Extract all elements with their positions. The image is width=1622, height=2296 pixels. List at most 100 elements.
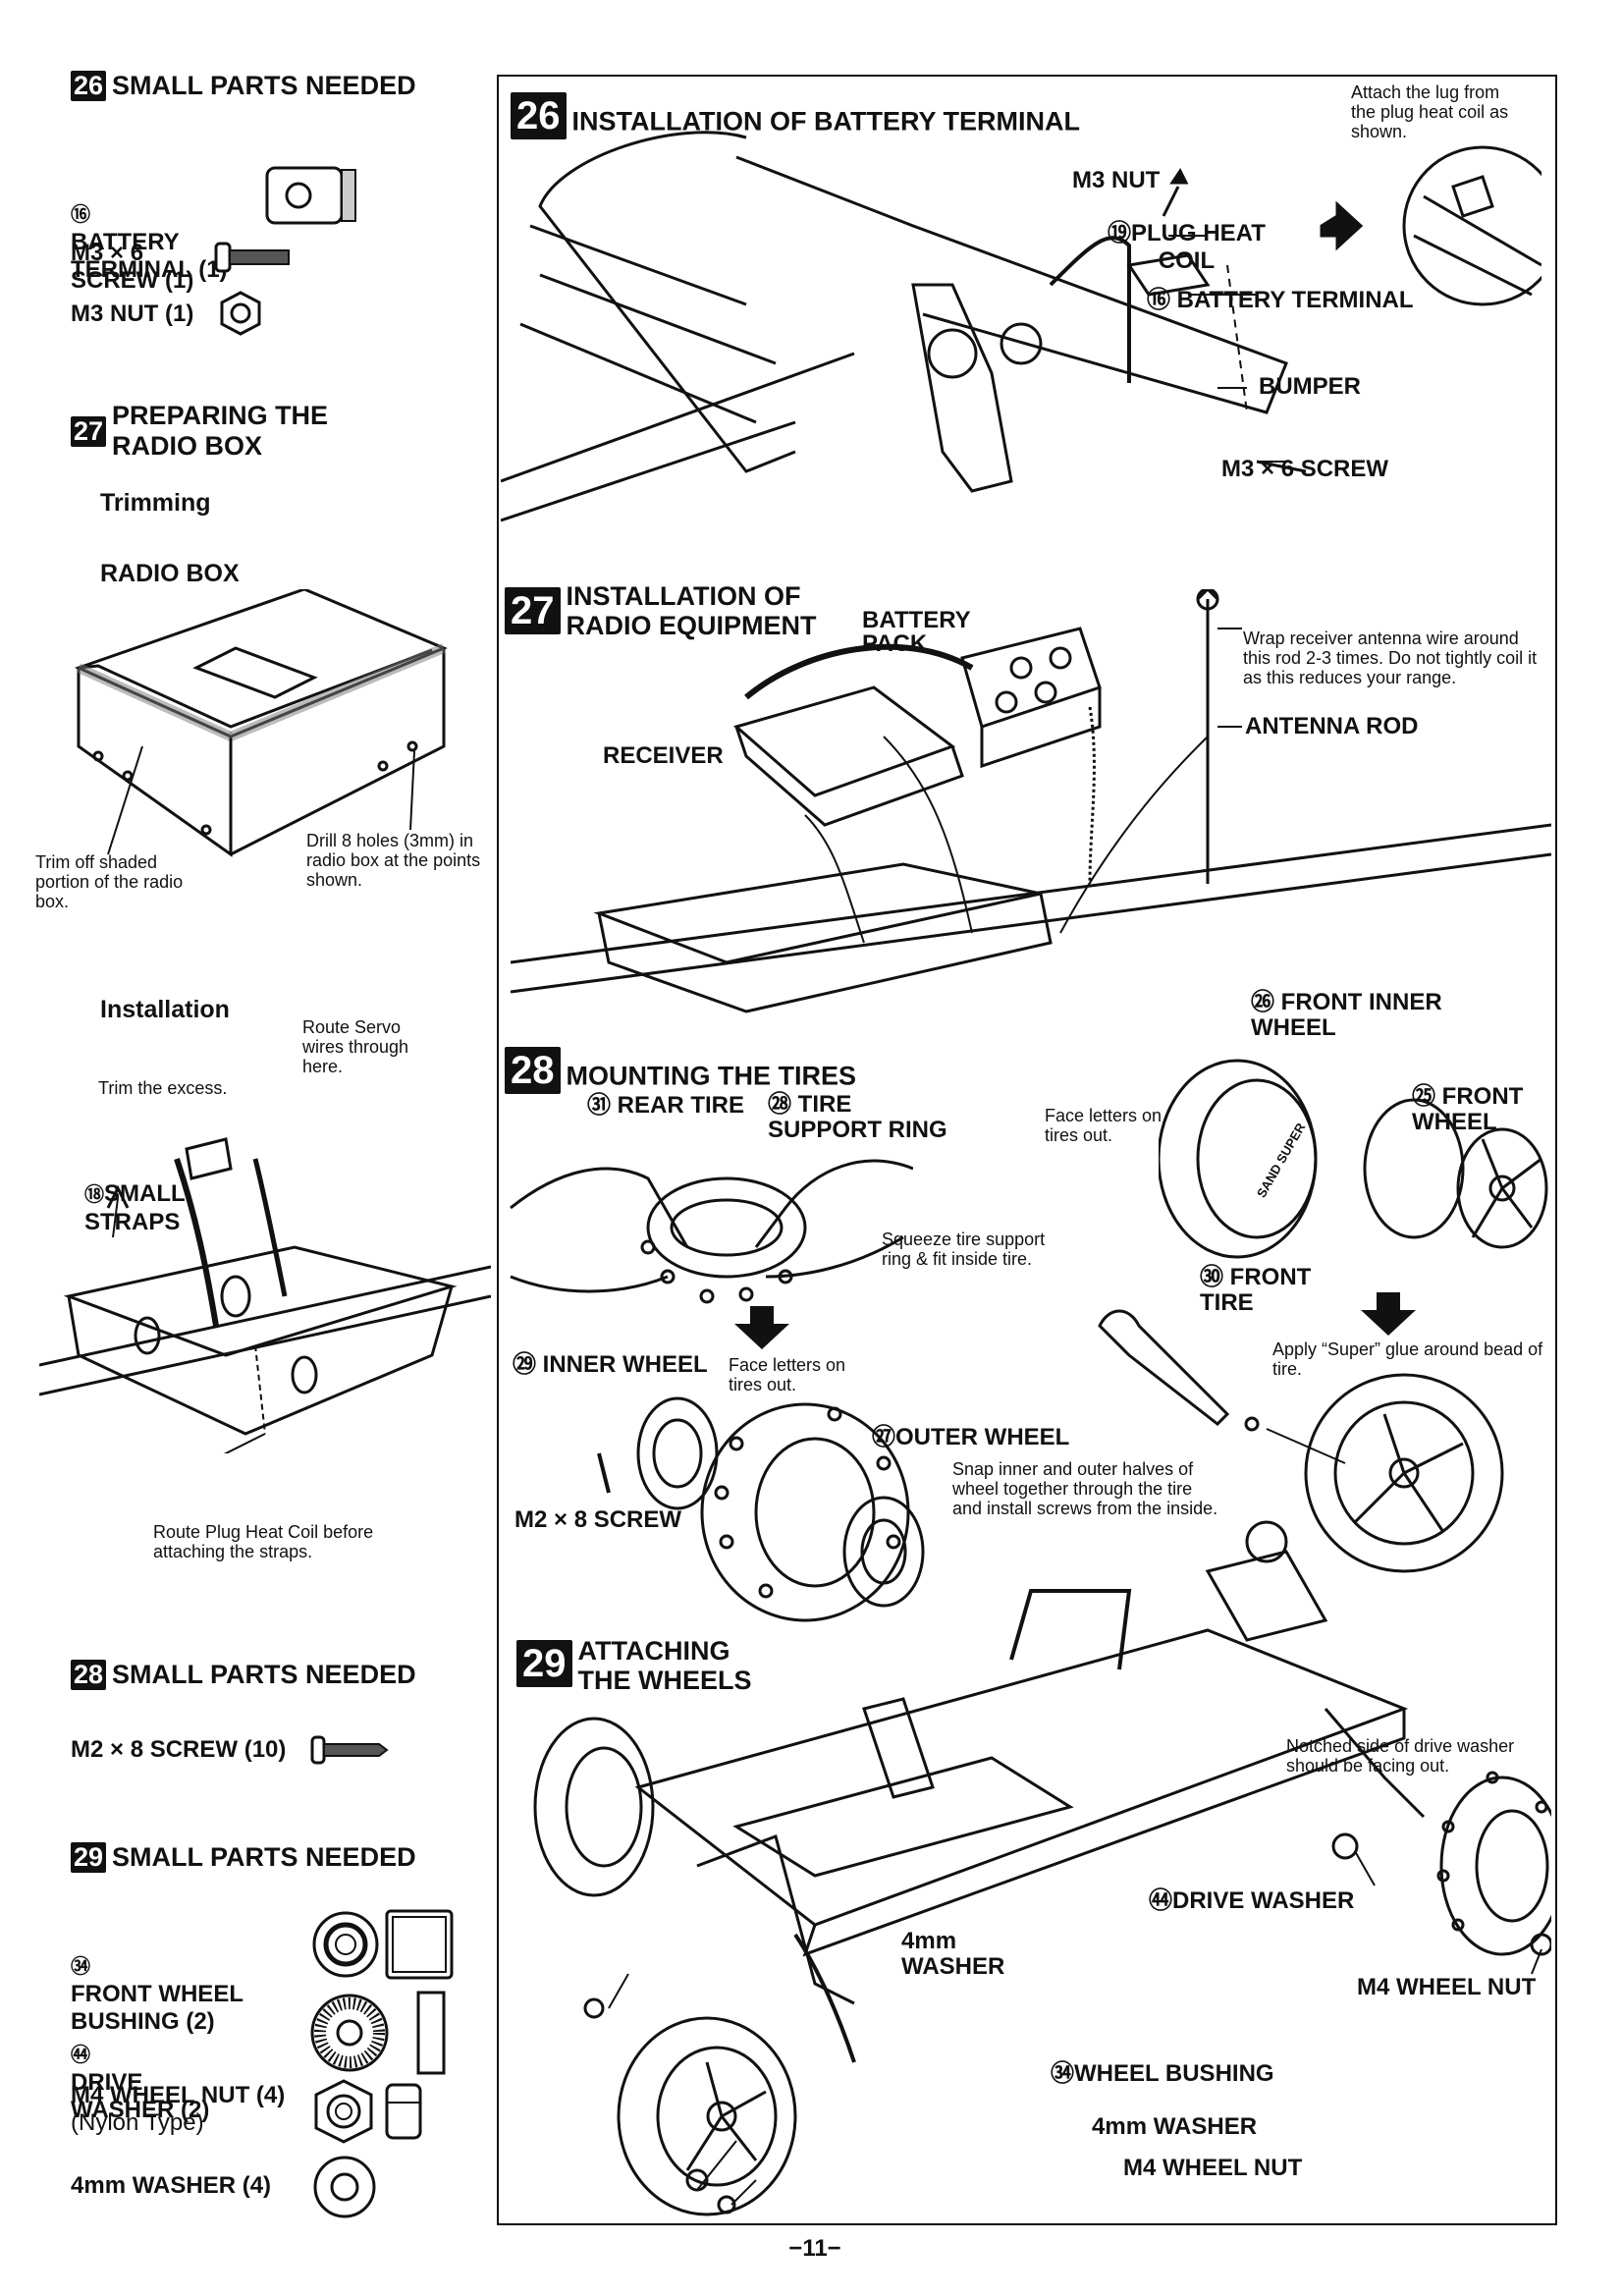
part-m4-wheel-nut: M4 WHEEL NUT (4) (Nylon Type)	[71, 2082, 285, 2137]
trim-note: Trim off shaded portion of the radio box…	[35, 852, 184, 911]
part-drive-washer: ㊹ DRIVE WASHER (2)	[71, 2013, 209, 2124]
radio-box-illustration	[59, 587, 491, 864]
m3-nut-label: M3 NUT	[1072, 167, 1161, 193]
section-title: SMALL PARTS NEEDED	[112, 1842, 416, 1872]
step-badge: 26	[71, 71, 107, 101]
part-m3-nut: M3 NUT (1)	[71, 301, 194, 327]
part-m2x8-screw: M2 × 8 SCREW (10)	[71, 1736, 287, 1763]
apply-glue-note: Apply “Super” glue around bead of tire.	[1272, 1339, 1543, 1379]
4mm-washer-label-b: 4mm WASHER	[1092, 2113, 1258, 2140]
inner-wheel-label: ㉙ INNER WHEEL	[513, 1351, 708, 1378]
drill-note: Drill 8 holes (3mm) in radio box at the …	[306, 831, 481, 890]
face-letters-note-1: Face letters on tires out.	[1045, 1106, 1162, 1145]
section-title: INSTALLATION OF BATTERY TERMINAL	[571, 106, 1080, 137]
part-label: M4 WHEEL NUT (4)	[71, 2082, 286, 2108]
arrow-down-icon	[734, 1306, 789, 1349]
part-number: ⑱	[84, 1184, 104, 1206]
route-servo-note: Route Servo wires through here.	[302, 1017, 409, 1076]
installation-heading: Installation	[100, 996, 230, 1023]
battery-terminal-label: ⑯ BATTERY TERMINAL	[1147, 287, 1414, 313]
screw-icon	[310, 1734, 389, 1766]
front-inner-wheel-label: ㉖ FRONT INNER WHEEL	[1251, 989, 1442, 1041]
plug-heat-coil-label: ⑲PLUG HEAT COIL	[1108, 220, 1266, 274]
front-wheel-label: ㉕ FRONT WHEEL	[1412, 1083, 1524, 1135]
trim-excess-note: Trim the excess.	[98, 1078, 228, 1098]
snap-wheel-note: Snap inner and outer halves of wheel tog…	[952, 1459, 1218, 1518]
m4-wheel-nut-label-b: M4 WHEEL NUT	[1123, 2155, 1303, 2181]
m2x8-screw-label: M2 × 8 SCREW	[514, 1506, 682, 1533]
drive-washer-label: ㊹DRIVE WASHER	[1149, 1887, 1355, 1914]
part-number: ㉞	[71, 1956, 90, 1978]
trimming-heading: Trimming	[100, 489, 211, 517]
section-title: MOUNTING THE TIRES	[566, 1061, 857, 1091]
screw-icon	[214, 242, 293, 273]
bushing-icon	[310, 1905, 458, 1984]
wheel-bushing-label: ㉞WHEEL BUSHING	[1051, 2060, 1274, 2087]
squeeze-tire-illustration	[501, 1129, 914, 1326]
notched-washer-note: Notched side of drive washer should be f…	[1286, 1736, 1515, 1776]
route-plug-note: Route Plug Heat Coil before attaching th…	[153, 1522, 374, 1561]
radio-box-label: RADIO BOX	[100, 560, 240, 587]
part-number: ㊹	[71, 2045, 90, 2066]
step-badge: 29	[71, 1842, 107, 1873]
antenna-rod-label: ANTENNA ROD	[1245, 713, 1419, 739]
attach-wheels-illustration	[520, 1512, 1565, 2219]
washer-icon	[310, 2153, 379, 2221]
tire-support-ring-label: ㉘ TIRE SUPPORT RING	[768, 1091, 947, 1143]
section-title: SMALL PARTS NEEDED	[112, 71, 416, 100]
step-badge: 26	[511, 92, 567, 139]
part-label: SMALL STRAPS	[84, 1180, 186, 1235]
m4-wheel-nut-label-a: M4 WHEEL NUT	[1357, 1974, 1537, 2000]
outer-wheel-label: ㉗OUTER WHEEL	[872, 1424, 1070, 1450]
radio-box-install-illustration	[38, 1100, 492, 1474]
instruction-panel	[497, 75, 1557, 2225]
drive-washer-icon	[310, 1989, 458, 2077]
part-m3x6-screw: M3 × 6 SCREW (1)	[71, 240, 194, 294]
chassis-front-illustration	[500, 128, 1563, 589]
bumper-label: BUMPER	[1259, 373, 1362, 400]
part-number: ⑯	[71, 204, 90, 226]
4mm-washer-label-a: 4mm WASHER	[901, 1928, 1005, 1980]
front-wheel-parts-illustration	[1157, 1041, 1551, 1267]
section-title: ATTACHING THE WHEELS	[577, 1636, 752, 1695]
part-4mm-washer: 4mm WASHER (4)	[71, 2172, 272, 2199]
step-badge: 29	[516, 1640, 572, 1687]
radio-equipment-illustration	[510, 586, 1552, 1051]
step-badge: 28	[71, 1660, 107, 1690]
battery-terminal-icon	[263, 162, 361, 231]
attach-lug-note: Attach the lug from the plug heat coil a…	[1351, 82, 1509, 141]
section-title: SMALL PARTS NEEDED	[112, 1660, 416, 1689]
face-letters-note-2: Face letters on tires out.	[729, 1355, 846, 1394]
nut-icon	[218, 291, 263, 336]
section-title-line2: RADIO BOX	[112, 431, 263, 461]
page-number: −11−	[788, 2235, 841, 2262]
glue-tire-illustration	[1090, 1306, 1551, 1591]
step-badge: 27	[71, 416, 107, 447]
small-straps-label: ⑱SMALL STRAPS	[84, 1153, 186, 1236]
front-tire-label: ㉚ FRONT TIRE	[1200, 1264, 1312, 1316]
step-badge: 27	[505, 587, 561, 634]
part-label: DRIVE WASHER (2)	[71, 2069, 210, 2123]
part-front-wheel-bushing: ㉞ FRONT WHEEL BUSHING (2)	[71, 1925, 243, 2036]
arrow-down-icon	[1361, 1292, 1416, 1336]
section-title: INSTALLATION OF RADIO EQUIPMENT	[566, 581, 817, 640]
step-badge: 28	[505, 1047, 561, 1094]
wrap-antenna-note: Wrap receiver antenna wire around this r…	[1243, 629, 1538, 687]
squeeze-note: Squeeze tire support ring & fit inside t…	[882, 1230, 1046, 1269]
part-label: FRONT WHEEL BUSHING (2)	[71, 1981, 243, 2035]
wheel-nut-icon	[310, 2077, 428, 2146]
rear-wheel-assembly-illustration	[589, 1375, 962, 1630]
rear-tire-label: ㉛ REAR TIRE	[587, 1092, 745, 1119]
receiver-label: RECEIVER	[603, 742, 724, 769]
m3x6-screw-label: M3 × 6 SCREW	[1221, 456, 1389, 482]
part-sublabel: (Nylon Type)	[71, 2109, 204, 2136]
section-title-line1: PREPARING THE	[112, 401, 329, 430]
